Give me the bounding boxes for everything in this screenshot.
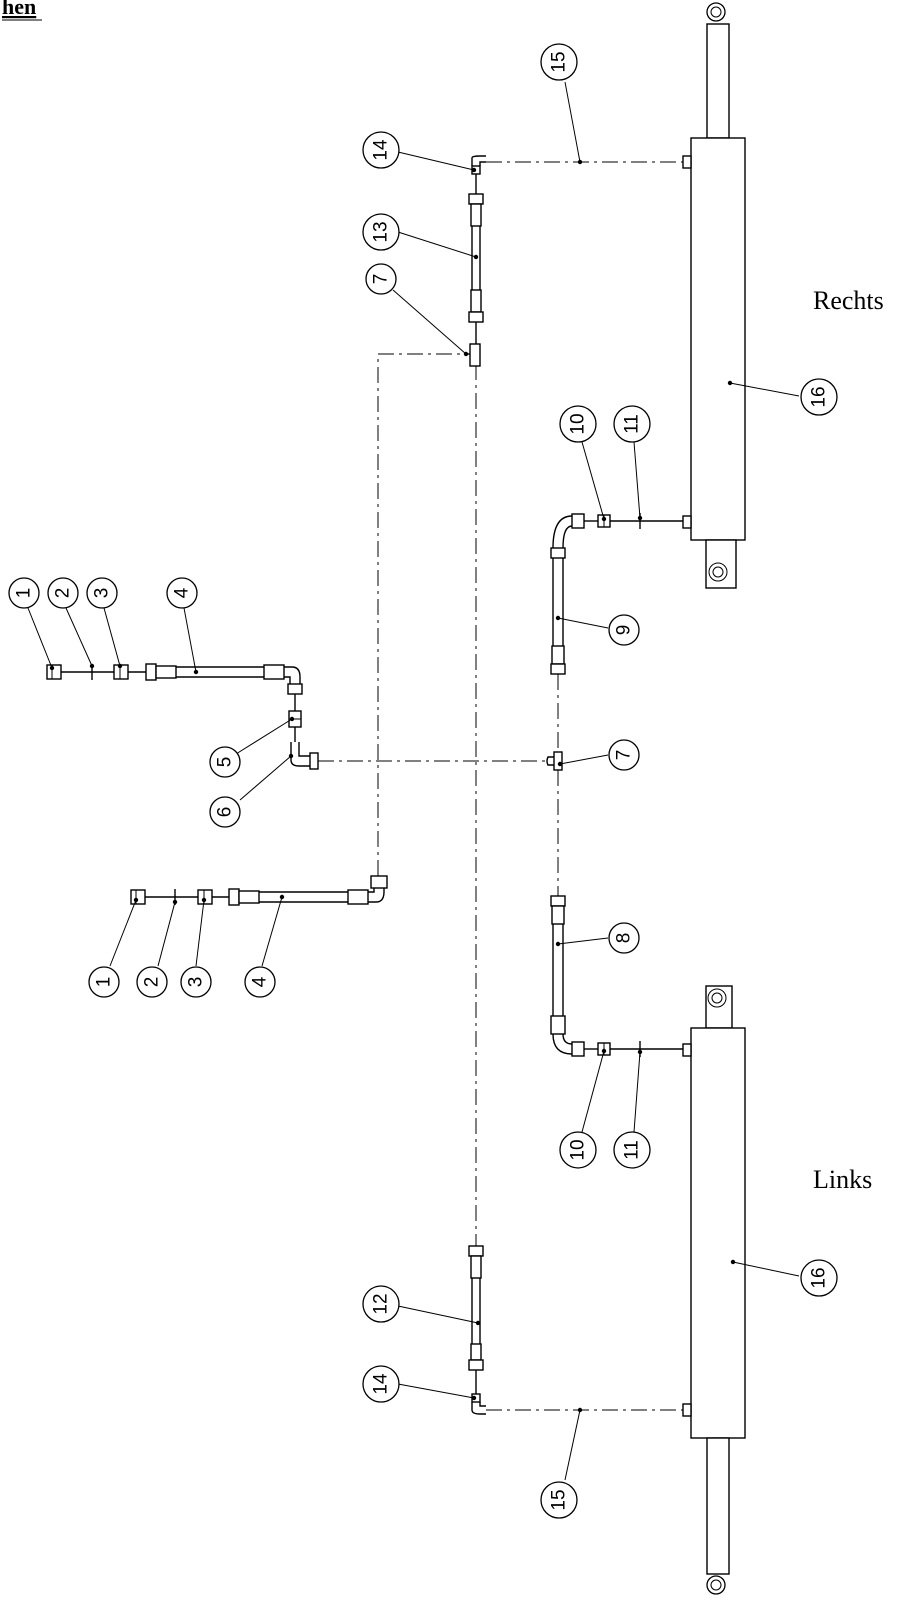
svg-text:15: 15 bbox=[549, 1489, 570, 1510]
centerlines bbox=[318, 161, 683, 1411]
hose-13-assembly bbox=[464, 155, 486, 367]
label-rechts: Rechts bbox=[813, 286, 884, 315]
callout-13: 13 bbox=[362, 213, 400, 251]
svg-text:5: 5 bbox=[215, 757, 236, 768]
svg-text:16: 16 bbox=[809, 1267, 830, 1288]
svg-text:9: 9 bbox=[614, 625, 635, 636]
callout-3-lower: 3 bbox=[180, 966, 212, 998]
svg-text:4: 4 bbox=[172, 587, 193, 598]
svg-text:16: 16 bbox=[809, 386, 830, 407]
callout-8: 8 bbox=[608, 922, 640, 954]
callout-9: 9 bbox=[608, 614, 640, 646]
callout-3-upper: 3 bbox=[86, 577, 118, 609]
callout-15-lower: 15 bbox=[540, 1481, 578, 1519]
callout-1-lower: 1 bbox=[88, 966, 120, 998]
callout-4-lower: 4 bbox=[244, 966, 276, 998]
callout-16-lower: 16 bbox=[800, 1259, 838, 1297]
svg-text:10: 10 bbox=[568, 1139, 589, 1160]
label-links: Links bbox=[813, 1165, 872, 1194]
tee-7-middle bbox=[546, 751, 563, 771]
svg-text:11: 11 bbox=[622, 414, 643, 434]
leader-lines bbox=[27, 81, 800, 1481]
callout-11-lower: 11 bbox=[613, 1131, 651, 1169]
svg-text:3: 3 bbox=[92, 588, 113, 599]
svg-text:2: 2 bbox=[142, 977, 163, 988]
svg-text:14: 14 bbox=[371, 1373, 392, 1395]
svg-text:8: 8 bbox=[614, 933, 635, 944]
svg-text:1: 1 bbox=[94, 977, 115, 988]
svg-text:2: 2 bbox=[53, 588, 74, 599]
callout-10-lower: 10 bbox=[559, 1131, 597, 1169]
hose-9-assembly bbox=[550, 513, 683, 675]
svg-text:14: 14 bbox=[371, 139, 392, 161]
callout-11-upper: 11 bbox=[613, 405, 651, 443]
svg-text:7: 7 bbox=[371, 274, 392, 285]
svg-text:3: 3 bbox=[186, 977, 207, 988]
header-title-fragment: hen bbox=[2, 0, 36, 19]
svg-text:7: 7 bbox=[614, 750, 635, 761]
callout-2-lower: 2 bbox=[136, 966, 168, 998]
callout-15-upper: 15 bbox=[540, 43, 578, 81]
callout-14-upper: 14 bbox=[362, 131, 400, 169]
callout-4-upper: 4 bbox=[166, 577, 198, 609]
feed-line-lower bbox=[130, 875, 388, 906]
callout-12: 12 bbox=[362, 1285, 400, 1323]
callout-7-middle: 7 bbox=[608, 739, 640, 771]
callout-14-lower: 14 bbox=[362, 1365, 400, 1403]
callout-1-upper: 1 bbox=[8, 577, 40, 609]
callout-16-upper: 16 bbox=[800, 378, 838, 416]
svg-text:12: 12 bbox=[371, 1293, 392, 1314]
svg-text:10: 10 bbox=[568, 413, 589, 434]
callout-2-upper: 2 bbox=[47, 577, 79, 609]
callout-7-upper: 7 bbox=[365, 263, 397, 295]
svg-text:13: 13 bbox=[371, 221, 392, 242]
callout-6: 6 bbox=[209, 796, 241, 828]
svg-text:11: 11 bbox=[622, 1140, 643, 1160]
svg-text:6: 6 bbox=[215, 807, 236, 818]
cylinder-left bbox=[682, 985, 746, 1595]
callout-5: 5 bbox=[209, 746, 241, 778]
hose-8-assembly bbox=[550, 895, 683, 1057]
svg-text:15: 15 bbox=[549, 51, 570, 72]
svg-text:1: 1 bbox=[14, 588, 35, 599]
cylinder-right bbox=[682, 2, 746, 589]
callout-10-upper: 10 bbox=[559, 405, 597, 443]
hose-12-assembly bbox=[468, 1245, 486, 1415]
svg-text:4: 4 bbox=[250, 976, 271, 987]
feed-line-upper bbox=[46, 663, 319, 770]
